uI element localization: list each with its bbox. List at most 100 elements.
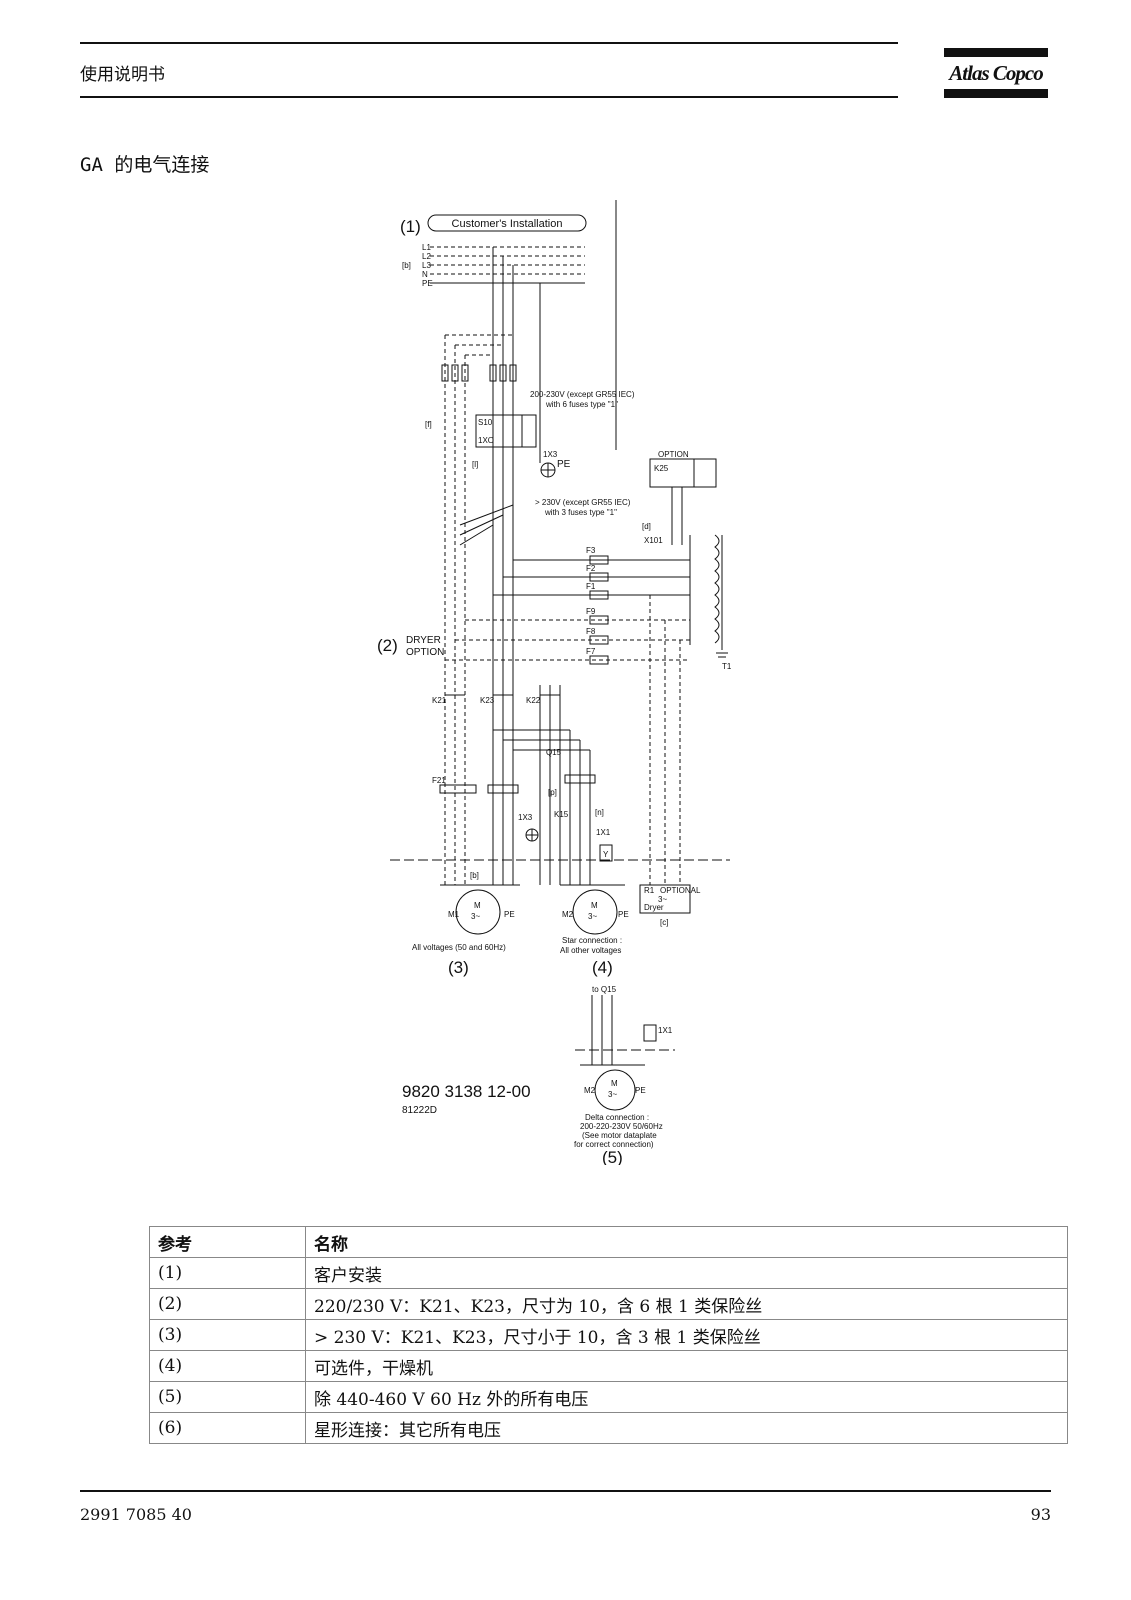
k22-label: K22 <box>526 696 541 705</box>
motor-m2-phase: 3~ <box>588 912 597 921</box>
drawing-number: 9820 3138 12-00 <box>402 1082 531 1101</box>
dryer-option-line1: DRYER <box>406 635 441 646</box>
option-label: OPTION <box>658 450 689 459</box>
y-label: Y <box>603 850 609 859</box>
motor-m1-m: M <box>474 901 481 910</box>
reference-table: 参考 名称 (1) 客户安装 (2) 220/230 V：K21、K23，尺寸为… <box>149 1226 1068 1444</box>
l-mark: [l] <box>472 460 478 469</box>
x1x3-label-top: 1X3 <box>543 450 558 459</box>
fuse-f9-label: F9 <box>586 607 596 616</box>
motor-m1-phase: 3~ <box>471 912 480 921</box>
motor-m2-pe: PE <box>618 910 629 919</box>
delta-connection-line2: 200-220-230V 50/60Hz <box>580 1122 663 1131</box>
section-title: GA 的电气连接 <box>80 150 209 177</box>
footer-page-number: 93 <box>1030 1505 1051 1524</box>
to-q15-label: to Q15 <box>592 985 617 994</box>
motor-m1-symbol <box>455 889 501 935</box>
table-row: (6) 星形连接：其它所有电压 <box>149 1412 1068 1444</box>
phase-l3-label: L3 <box>422 261 431 270</box>
k25-label: K25 <box>654 464 669 473</box>
delta-connection-line3: (See motor dataplate <box>582 1131 657 1140</box>
footer-rule <box>80 1490 1051 1492</box>
phase-l2-label: L2 <box>422 252 431 261</box>
header-top-rule <box>80 42 898 44</box>
delta-motor-pe: PE <box>635 1086 646 1095</box>
table-row: (2) 220/230 V：K21、K23，尺寸为 10，含 6 根 1 类保险… <box>149 1288 1068 1320</box>
table-cell-name: 客户安装 <box>305 1257 1068 1289</box>
section-title-prefix: GA <box>80 154 103 176</box>
fuse-f7-label: F7 <box>586 647 596 656</box>
n-mark: [n] <box>595 808 604 817</box>
header-bottom-rule <box>80 96 898 98</box>
note-230v-line2: with 3 fuses type "1" <box>544 508 617 517</box>
table-cell-name: > 230 V：K21、K23，尺寸小于 10，含 3 根 1 类保险丝 <box>305 1319 1068 1351</box>
dryer-r1-box <box>639 884 691 914</box>
star-connection-line1: Star connection : <box>562 936 622 945</box>
note-200v-line1: 200-230V (except GR55 IEC) <box>530 390 635 399</box>
all-voltages-caption: All voltages (50 and 60Hz) <box>412 943 506 952</box>
table-header-ref: 参考 <box>149 1226 306 1258</box>
k23-label: K23 <box>480 696 495 705</box>
k15-label: K15 <box>554 810 569 819</box>
fuse-f8-label: F8 <box>586 627 596 636</box>
k21-label: K21 <box>432 696 447 705</box>
delta-connection-line1: Delta connection : <box>585 1113 649 1122</box>
d-mark: [d] <box>642 522 651 531</box>
diagram-label-1: (1) <box>400 217 421 236</box>
motor-m2-label: M2 <box>562 910 574 919</box>
x101-label: X101 <box>644 536 663 545</box>
table-cell-name: 除 440-460 V 60 Hz 外的所有电压 <box>305 1381 1068 1413</box>
logo-bar-top <box>944 48 1048 57</box>
diagram-label-2: (2) <box>377 636 398 655</box>
footer-doc-number: 2991 7085 40 <box>80 1505 192 1524</box>
phase-n-label: N <box>422 270 428 279</box>
delta-motor-phase: 3~ <box>608 1090 617 1099</box>
delta-x1x1-label: 1X1 <box>658 1026 673 1035</box>
fuse-f3-label: F3 <box>586 546 596 555</box>
b-mark-bottom: [b] <box>470 871 479 880</box>
diagram-label-3: (3) <box>448 958 469 977</box>
pe-label: PE <box>557 459 571 470</box>
table-cell-ref: (2) <box>149 1288 306 1320</box>
phase-l1-label: L1 <box>422 243 431 252</box>
table-cell-name: 220/230 V：K21、K23，尺寸为 10，含 6 根 1 类保险丝 <box>305 1288 1068 1320</box>
drawing-code: 81222D <box>402 1105 437 1116</box>
motor-m2-delta-symbol <box>594 1069 636 1111</box>
table-row: (4) 可选件，干燥机 <box>149 1350 1068 1382</box>
table-cell-ref: (1) <box>149 1257 306 1289</box>
dryer-option-line2: OPTION <box>406 647 444 658</box>
table-row: (3) > 230 V：K21、K23，尺寸小于 10，含 3 根 1 类保险丝 <box>149 1319 1068 1351</box>
motor-m2-m: M <box>591 901 598 910</box>
logo-wordmark: Atlas Copco <box>949 61 1043 85</box>
section-title-text: 的电气连接 <box>114 154 210 176</box>
motor-m1-label: M1 <box>448 910 460 919</box>
dryer-r1-label: R1 <box>644 886 655 895</box>
wiring-diagram: (1) Customer's Installation L1 L2 L3 N P… <box>377 200 732 1165</box>
c-mark: [c] <box>660 918 668 927</box>
table-cell-ref: (4) <box>149 1350 306 1382</box>
table-row: (5) 除 440-460 V 60 Hz 外的所有电压 <box>149 1381 1068 1413</box>
delta-connection-line4: for correct connection) <box>574 1140 654 1149</box>
star-connection-line2: All other voltages <box>560 946 621 955</box>
phase-pe-label: PE <box>422 279 433 288</box>
diagram-label-5: (5) <box>602 1148 623 1165</box>
q15-label: Q15 <box>546 748 562 757</box>
p-mark: [p] <box>548 788 557 797</box>
note-230v-line1: > 230V (except GR55 IEC) <box>535 498 631 507</box>
delta-motor-label: M2 <box>584 1086 596 1095</box>
f21-label: F21 <box>432 776 446 785</box>
table-row: (1) 客户安装 <box>149 1257 1068 1289</box>
atlas-copco-logo: Atlas Copco <box>944 48 1048 98</box>
s10-label: S10 <box>478 418 493 427</box>
b-mark-top: [b] <box>402 261 411 270</box>
table-cell-name: 可选件，干燥机 <box>305 1350 1068 1382</box>
dryer-label: Dryer <box>644 903 664 912</box>
note-200v-line2: with 6 fuses type "1" <box>545 400 618 409</box>
dryer-phase-label: 3~ <box>658 895 667 904</box>
customer-installation-box <box>427 214 587 232</box>
x1x0-label: 1XO <box>478 436 494 445</box>
table-cell-name: 星形连接：其它所有电压 <box>305 1412 1068 1444</box>
fuse-f2-label: F2 <box>586 564 596 573</box>
motor-m2-symbol <box>572 889 618 935</box>
logo-bar-bottom <box>944 89 1048 98</box>
